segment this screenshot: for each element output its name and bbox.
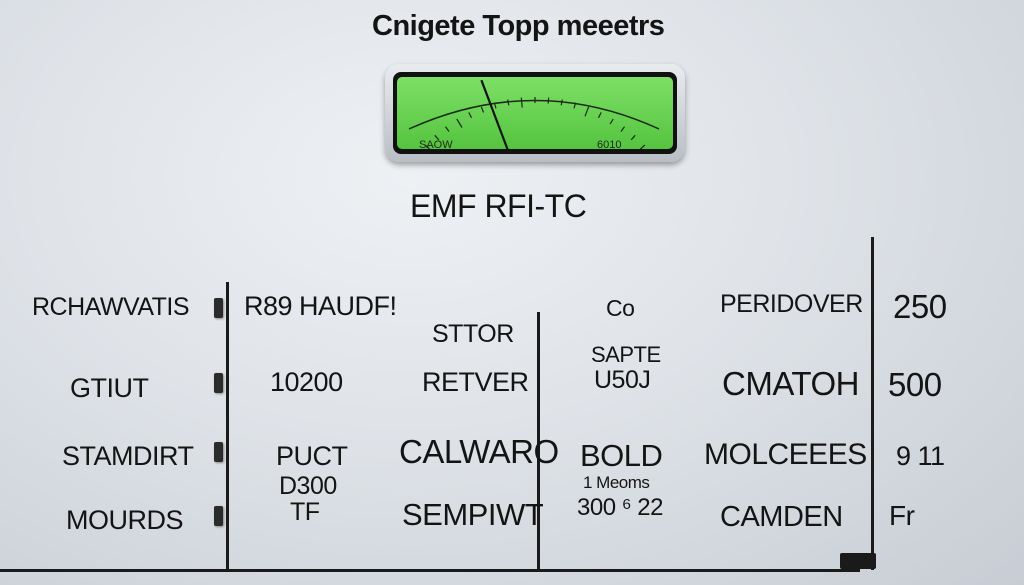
meter-ticks xyxy=(424,97,646,149)
grid-label: GTIUT xyxy=(70,373,149,403)
grid-label: SAPTE xyxy=(591,342,661,367)
grid-label: CMATOH xyxy=(722,365,859,402)
grid-label: RCHAWVATIS xyxy=(32,293,190,321)
grid-value: 500 xyxy=(888,366,942,403)
meter-tick xyxy=(520,97,523,108)
meter-tick xyxy=(620,126,625,132)
meter-tick xyxy=(560,99,563,106)
meter-tick xyxy=(547,97,550,104)
meter-tick xyxy=(456,118,463,128)
grid-label: BOLD xyxy=(580,438,663,473)
meter-needle xyxy=(480,79,509,149)
meter-left-label: SAOW xyxy=(419,139,453,149)
grid-label: STTOR xyxy=(432,320,514,348)
meter-tick xyxy=(630,134,636,141)
rule-marker xyxy=(214,373,223,393)
grid-label: CALWARO xyxy=(399,433,559,470)
grid-label: RETVER xyxy=(422,367,529,397)
grid-label: Fr xyxy=(889,500,915,531)
grid-value: 250 xyxy=(893,288,947,325)
grid-label: Co xyxy=(606,295,635,321)
meter-tick xyxy=(573,102,577,109)
meter-scale-graphic xyxy=(408,79,660,149)
baseline-foot xyxy=(840,553,876,569)
rule-marker xyxy=(214,506,223,526)
baseline-rule xyxy=(0,569,860,572)
rule-marker xyxy=(214,442,223,462)
meter-tick xyxy=(445,126,450,132)
meter-tick xyxy=(639,144,646,149)
grid-label: PUCT xyxy=(276,441,348,471)
grid-label: R89 HAUDF! xyxy=(244,291,397,321)
grid-label: 300 ⁶ 22 xyxy=(577,494,663,521)
grid-label: 1 Meoms xyxy=(583,473,650,492)
vertical-rule-3 xyxy=(871,237,874,570)
meter-tick xyxy=(480,106,485,113)
meter-tick xyxy=(507,99,510,106)
meter-tick xyxy=(597,112,602,119)
grid-value: 9 11 xyxy=(896,441,945,471)
grid-label: SEMPIWT xyxy=(402,497,544,532)
grid-label: U50J xyxy=(594,366,651,394)
vertical-rule-2 xyxy=(537,312,540,570)
meter-tick xyxy=(468,112,473,119)
meter-tick xyxy=(493,102,497,109)
grid-label: STAMDIRT xyxy=(62,441,194,471)
rule-marker xyxy=(214,298,223,318)
grid-label: D300 xyxy=(279,472,337,500)
brand-label: EMF RFI-TC xyxy=(410,188,587,224)
meter-tick xyxy=(434,134,440,141)
grid-label: CAMDEN xyxy=(720,501,843,533)
page-title: Cnigete Topp meeetrs xyxy=(372,10,665,42)
grid-label: MOLCEEES xyxy=(704,438,867,471)
vertical-rule-1 xyxy=(226,282,229,570)
grid-label: PERIDOVER xyxy=(720,290,863,318)
meter-tick xyxy=(584,106,590,117)
meter-right-label: 6010 xyxy=(597,139,622,149)
grid-label: MOURDS xyxy=(66,505,184,535)
meter-display: SAOW 6010 xyxy=(397,77,673,149)
meter-tick xyxy=(424,144,430,149)
meter-tick xyxy=(609,118,614,125)
meter-scale-arc xyxy=(408,99,660,130)
grid-value: 10200 xyxy=(270,367,343,397)
grid-label: TF xyxy=(290,498,320,526)
